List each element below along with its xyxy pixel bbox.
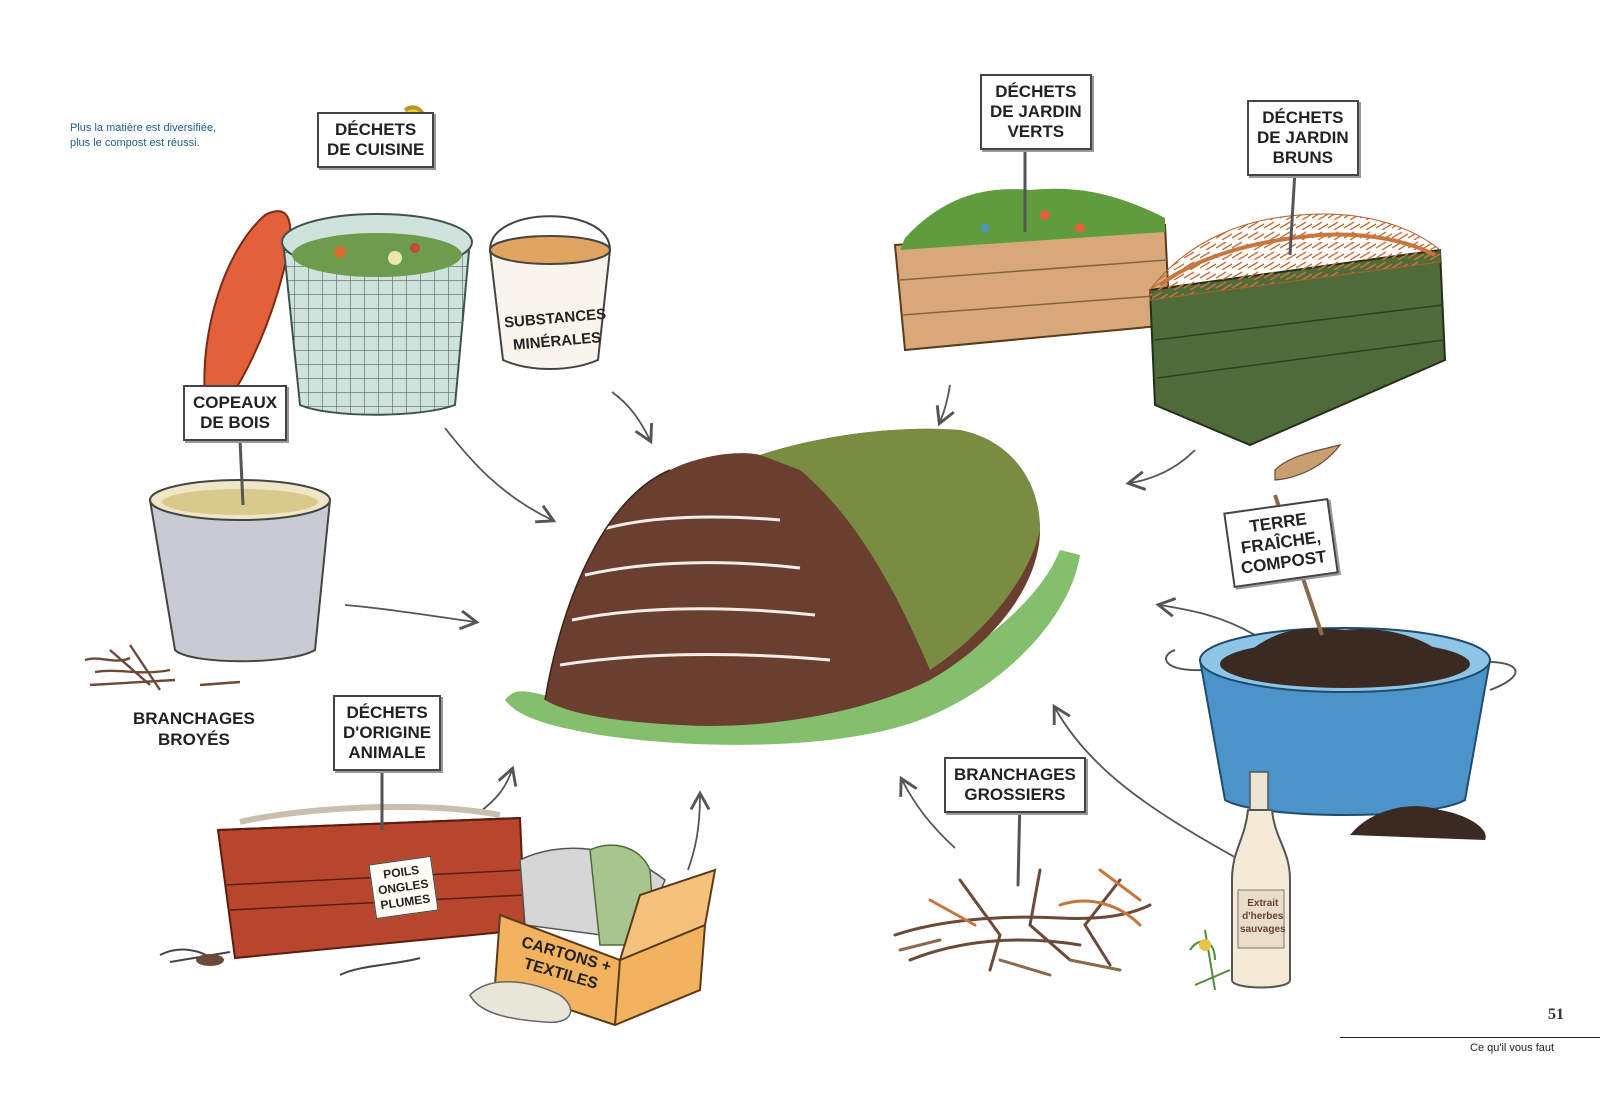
arrow-from-animale <box>479 765 518 813</box>
sign-line: DÉCHETS <box>346 703 428 722</box>
arrow-from-bruns <box>1125 449 1196 491</box>
sign-line: DÉCHETS <box>995 82 1077 101</box>
arrow-from-grossiers <box>899 775 956 849</box>
herb-extract-bottle <box>1189 771 1291 991</box>
sign-line: DÉCHETS <box>335 120 417 139</box>
sign-line: DE JARDIN <box>990 102 1082 121</box>
intro-line-1: Plus la matière est diversifiée, <box>70 122 217 134</box>
label-substances-minerales: SUBSTANCES MINÉRALES <box>503 303 609 358</box>
mineral-bucket <box>488 215 612 370</box>
cardboard-box <box>469 844 717 1027</box>
sign-dechets-origine-animale: DÉCHETS D'ORIGINE ANIMALE <box>333 695 442 771</box>
bottle-label-line: d'herbes <box>1242 911 1284 922</box>
sign-dechets-jardin-verts: DÉCHETS DE JARDIN VERTS <box>980 74 1092 150</box>
bottle-label-line: Extrait <box>1247 898 1279 909</box>
bottle-label: Extrait d'herbes sauvages <box>1240 897 1286 936</box>
sign-branchages-grossiers: BRANCHAGES GROSSIERS <box>944 757 1086 813</box>
flow-arrows <box>344 384 1256 871</box>
arrow-from-terre <box>1155 597 1256 636</box>
sign-line: BRANCHAGES <box>954 765 1076 784</box>
sign-line: DE BOIS <box>200 413 270 432</box>
sign-line: DÉCHETS <box>1262 108 1344 127</box>
arrow-from-verts <box>935 384 955 427</box>
label-line: BRANCHAGES <box>133 709 255 728</box>
sign-line: ANIMALE <box>348 743 426 762</box>
arrow-from-mineral <box>611 391 654 445</box>
sign-line: DE JARDIN <box>1257 128 1349 147</box>
label-line: BROYÉS <box>158 730 230 749</box>
page-number: 51 <box>1548 1006 1564 1023</box>
sign-dechets-jardin-bruns: DÉCHETS DE JARDIN BRUNS <box>1247 100 1359 176</box>
sign-line: COPEAUX <box>193 393 278 412</box>
soil-pot <box>1165 494 1517 840</box>
tag-poils-ongles-plumes: POILS ONGLES PLUMES <box>368 855 439 920</box>
sign-dechets-de-cuisine: DÉCHETS DE CUISINE <box>317 112 435 168</box>
footer-divider <box>1340 1037 1600 1038</box>
green-waste-crate <box>893 150 1172 352</box>
sign-line: GROSSIERS <box>964 785 1066 804</box>
section-title: Ce qu'il vous faut <box>1470 1042 1555 1054</box>
arrow-from-copeaux <box>344 604 480 631</box>
brown-waste-crate <box>1148 169 1447 481</box>
kitchen-basket <box>203 105 473 416</box>
woodchips-pot <box>84 439 332 691</box>
arrow-from-cuisine <box>444 427 557 524</box>
sign-line: D'ORIGINE <box>343 723 432 742</box>
intro-text: Plus la matière est diversifiée, plus le… <box>70 121 216 151</box>
sign-terre-fraiche-compost: TERRE FRAÎCHE, COMPOST <box>1223 497 1339 589</box>
intro-line-2: plus le compost est réussi. <box>70 137 200 149</box>
animal-waste-crate <box>159 760 527 976</box>
arrow-from-cartons <box>687 790 711 871</box>
compost-mound <box>505 428 1080 745</box>
arrow-from-bottle <box>1052 703 1241 861</box>
sign-line: VERTS <box>1007 122 1065 141</box>
sign-line: DE CUISINE <box>327 140 425 159</box>
sign-copeaux-de-bois: COPEAUX DE BOIS <box>183 385 288 441</box>
sign-line: BRUNS <box>1272 148 1334 167</box>
bottle-label-line: sauvages <box>1240 924 1286 935</box>
label-branchages-broyes: BRANCHAGES BROYÉS <box>133 708 255 750</box>
